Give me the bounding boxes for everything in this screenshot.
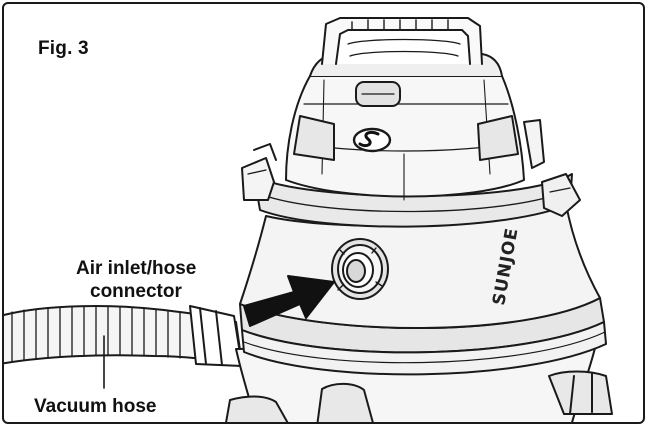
- shop-vac-illustration: SUNJOE: [4, 17, 613, 422]
- figure-label: Fig. 3: [38, 38, 89, 59]
- vacuum-hose-callout: Vacuum hose: [34, 396, 157, 417]
- air-inlet-callout: Air inlet/hose connector: [76, 257, 196, 303]
- lid-latch-left: [241, 143, 277, 201]
- vacuum-hose: [4, 305, 243, 367]
- figure-frame: SUNJOE: [2, 2, 645, 424]
- carry-handle: [321, 17, 483, 65]
- air-inlet-callout-line2: connector: [90, 281, 182, 302]
- arrow-icon: [243, 275, 335, 327]
- lid-latch-right: [523, 119, 581, 217]
- brand-s-logo-icon: [352, 127, 392, 153]
- air-inlet-connector: [331, 238, 389, 300]
- motor-head: [285, 53, 525, 201]
- drum-body: SUNJOE: [239, 203, 601, 329]
- power-switch: [355, 81, 401, 107]
- air-inlet-callout-line1: Air inlet/hose: [76, 258, 197, 279]
